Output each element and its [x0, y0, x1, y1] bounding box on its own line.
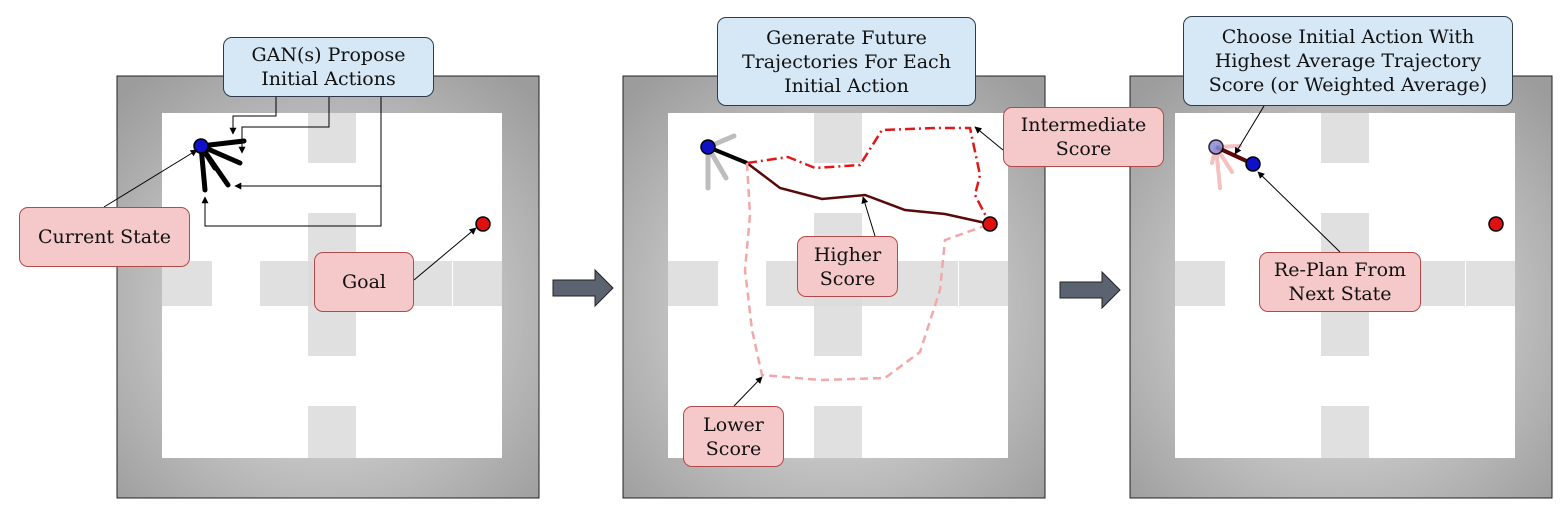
maze-inner-wall: [814, 306, 862, 356]
maze-inner-wall: [668, 261, 718, 306]
intermediate-pointer: [974, 126, 1004, 151]
maze-inner-wall: [308, 406, 356, 458]
higher-score-path: [746, 162, 991, 226]
panel2-title: Generate Future Trajectories For Each In…: [717, 17, 976, 106]
intermediate-score-label: Intermediate Score: [1003, 107, 1164, 167]
current-state-label: Current State: [19, 207, 190, 267]
maze-inner-wall: [1175, 261, 1225, 306]
maze-inner-wall: [453, 261, 502, 306]
panel3-title: Choose Initial Action With Highest Avera…: [1183, 16, 1513, 106]
agent-dot: [193, 138, 209, 154]
maze-inner-wall: [308, 113, 356, 163]
maze-inner-wall: [1321, 406, 1369, 458]
panel-arrow-2: [1059, 270, 1121, 310]
title-pointer: [1234, 105, 1265, 155]
maze-inner-wall: [814, 113, 862, 163]
goal-label: Goal: [314, 252, 414, 312]
maze-inner-wall: [959, 261, 1008, 306]
replan-pointer: [1257, 171, 1341, 253]
maze-inner-wall: [308, 306, 356, 356]
panel1-title: GAN(s) Propose Initial Actions: [223, 37, 434, 97]
connector-arrow: [229, 97, 277, 135]
previous-agent-dot: [1208, 139, 1224, 155]
connector-arrow: [238, 97, 330, 154]
intermediate-score-path: [746, 126, 992, 225]
agent-dot: [1245, 156, 1261, 172]
goal-dot: [475, 216, 491, 232]
goal-pointer: [413, 227, 477, 281]
goal-dot: [982, 216, 998, 232]
maze-inner-wall: [162, 261, 212, 306]
higher-pointer: [861, 196, 876, 237]
lower-score-label: Lower Score: [683, 406, 784, 467]
higher-score-label: Higher Score: [797, 236, 898, 297]
goal-dot: [1488, 216, 1504, 232]
panel-arrow-1: [552, 268, 614, 308]
maze-inner-wall: [1321, 113, 1369, 163]
connector-arrow: [201, 186, 382, 227]
maze-inner-wall: [814, 406, 862, 458]
replan-label: Re-Plan From Next State: [1259, 252, 1421, 312]
current-state-pointer: [103, 149, 198, 208]
maze-inner-wall: [1321, 306, 1369, 356]
maze-inner-wall: [1466, 261, 1515, 306]
lower-score-path: [743, 162, 991, 382]
agent-dot: [700, 139, 716, 155]
lower-pointer: [733, 376, 763, 407]
